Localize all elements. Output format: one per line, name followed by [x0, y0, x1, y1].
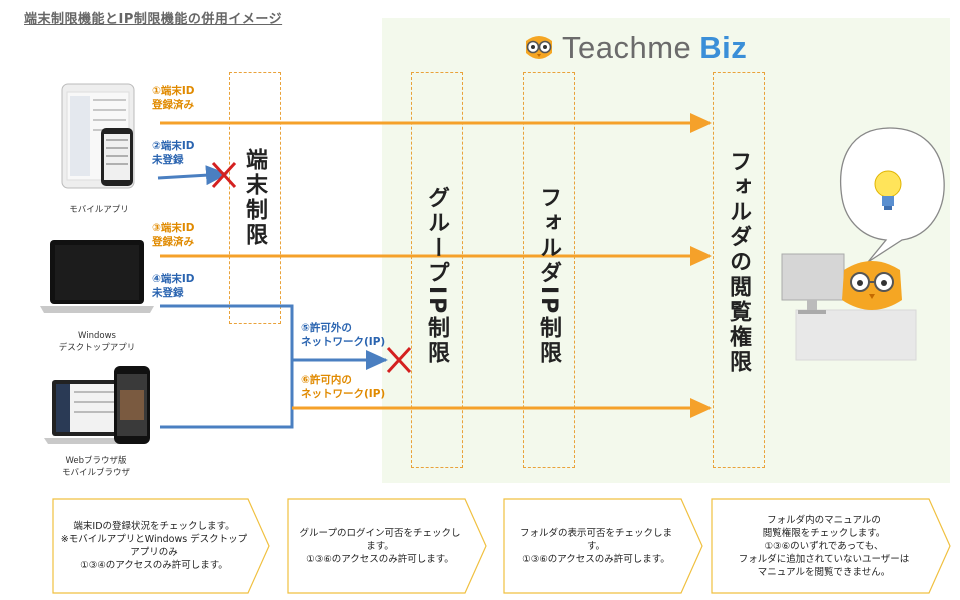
page-title: 端末制限機能とIP制限機能の併用イメージ [24, 12, 283, 27]
logo-brand-biz: Biz [699, 30, 748, 65]
description-box-view: フォルダ内のマニュアルの 閲覧権限をチェックします。 ①③⑥のいずれであっても、… [711, 498, 951, 594]
smartphone-web-icon [114, 366, 150, 444]
description-group: グループのログイン可否をチェックします。 ①③⑥のアクセスのみ許可します。 [299, 527, 461, 565]
label-web-line1: Webブラウザ版 [65, 456, 127, 466]
stage-box-device [229, 72, 281, 324]
arrow-flow-2 [157, 165, 228, 186]
stage-device-restriction: 端末制限 [242, 148, 267, 248]
owl-mascot-icon [842, 261, 902, 310]
flow-label-6: ⑥許可内の ネットワーク(IP) [301, 374, 386, 400]
teachme-biz-area [382, 18, 950, 483]
deny-x-icon [386, 346, 412, 374]
smartphone-icon [101, 128, 133, 186]
description-device: 端末IDの登録状況をチェックします。 ※モバイルアプリとWindows デスクト… [60, 521, 248, 571]
flow-label-5: ⑤許可外の ネットワーク(IP) [301, 322, 386, 348]
description-box-device: 端末IDの登録状況をチェックします。 ※モバイルアプリとWindows デスクト… [52, 498, 270, 594]
label-web-browser: Webブラウザ版 モバイルブラウザ [46, 455, 146, 479]
owl-logo-icon [526, 36, 552, 59]
description-view: フォルダ内のマニュアルの 閲覧権限をチェックします。 ①③⑥のいずれであっても、… [738, 514, 910, 578]
deny-x-icon [211, 161, 237, 189]
label-web-line2: モバイルブラウザ [61, 468, 130, 478]
stage-group-ip-restriction: グループIP制限 [424, 186, 449, 367]
label-windows-line2: デスクトップアプリ [58, 343, 136, 353]
desk-scene [781, 253, 917, 361]
flow-label-3: ③端末ID 登録済み [152, 222, 195, 248]
stage-folder-view-permission: フォルダの閲覧権限 [726, 150, 751, 375]
description-box-folder: フォルダの表示可否をチェックします。 ①③⑥のアクセスのみ許可します。 [503, 498, 703, 594]
stage-box-view [713, 72, 765, 468]
flow-label-2: ②端末ID 未登録 [152, 140, 195, 166]
flow-label-4: ④端末ID 未登録 [152, 273, 195, 299]
description-box-group: グループのログイン可否をチェックします。 ①③⑥のアクセスのみ許可します。 [287, 498, 487, 594]
label-windows-line1: Windows [78, 331, 116, 341]
arrow-flow-4 [160, 304, 294, 420]
arrow-flow-web [160, 420, 294, 429]
stage-box-group [411, 72, 463, 468]
stage-folder-ip-restriction: フォルダIP制限 [536, 186, 561, 367]
label-mobile-app: モバイルアプリ [69, 205, 129, 215]
label-windows-app: Windows デスクトップアプリ [50, 330, 144, 354]
laptop-icon [40, 240, 154, 313]
flow-label-1: ①端末ID 登録済み [152, 85, 195, 111]
lightbulb-icon [840, 127, 945, 263]
logo-brand: Teachme [562, 30, 692, 65]
description-folder: フォルダの表示可否をチェックします。 ①③⑥のアクセスのみ許可します。 [519, 527, 672, 565]
stage-box-folder [523, 72, 575, 468]
